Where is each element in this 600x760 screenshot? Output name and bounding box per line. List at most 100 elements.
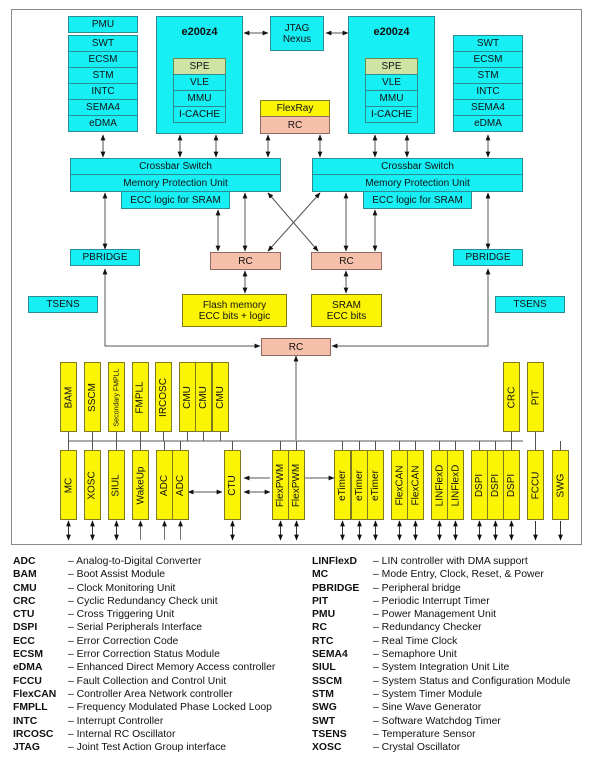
module-fmpll: FMPLL xyxy=(132,362,149,432)
module-cmu: CMU xyxy=(212,362,229,432)
module-dspi: DSPI xyxy=(471,450,488,520)
module-linflexd: LINFlexD xyxy=(447,450,464,520)
pmu-block: PMU xyxy=(68,16,138,33)
legend-abbr: XOSC xyxy=(312,742,342,754)
module-label: CRC xyxy=(506,386,518,408)
sram-line2: ECC bits xyxy=(326,310,367,322)
right-peripheral-stack: SWT ECSM STM INTC SEMA4 eDMA xyxy=(453,35,523,132)
module-label: LINFlexD xyxy=(434,464,445,506)
module-ctu: CTU xyxy=(224,450,241,520)
left-stack-intc: INTC xyxy=(68,83,138,100)
crossbar-left-switch: Crossbar Switch xyxy=(70,158,281,175)
module-label: FMPLL xyxy=(135,380,147,414)
right-stack-edma: eDMA xyxy=(453,115,523,132)
module-crc: CRC xyxy=(503,362,520,432)
legend-desc: – Mode Entry, Clock, Reset, & Power xyxy=(373,569,544,581)
legend-abbr: CTU xyxy=(13,609,35,621)
core-left-mmu: MMU xyxy=(173,90,226,107)
legend-desc: – Cyclic Redundancy Check unit xyxy=(68,595,218,607)
module-label: LINFlexD xyxy=(450,464,461,506)
legend-abbr: SIUL xyxy=(312,662,336,674)
legend-right: LINFlexD– LIN controller with DMA suppor… xyxy=(312,555,571,754)
legend-desc: – Crystal Oscillator xyxy=(373,742,461,754)
legend-abbr: DSPI xyxy=(13,622,38,634)
core-left-title: e200z4 xyxy=(181,26,218,38)
legend-row: RTC– Real Time Clock xyxy=(312,635,571,648)
legend-desc: – System Integration Unit Lite xyxy=(373,662,510,674)
crossbar-right-switch: Crossbar Switch xyxy=(312,158,523,175)
module-dspi: DSPI xyxy=(503,450,520,520)
module-adc: ADC xyxy=(172,450,189,520)
module-label: CTU xyxy=(227,474,238,496)
module-etimer: eTimer xyxy=(334,450,351,520)
right-stack-intc: INTC xyxy=(453,83,523,100)
legend-desc: – System Status and Configuration Module xyxy=(373,675,571,687)
module-flexpwm: FlexPWM xyxy=(272,450,289,520)
legend-row: PIT– Periodic Interrupt Timer xyxy=(312,595,571,608)
flash-line1: Flash memory xyxy=(202,299,267,311)
legend-row: CTU– Cross Triggering Unit xyxy=(13,608,275,621)
pbridge-left: PBRIDGE xyxy=(70,249,140,266)
core-left-spe: SPE xyxy=(173,58,226,75)
module-label: FlexPWM xyxy=(275,463,286,507)
right-stack-stm: STM xyxy=(453,67,523,84)
legend-abbr: SWG xyxy=(312,702,337,714)
legend-row: SIUL – System Integration Unit Lite xyxy=(312,661,571,674)
legend-abbr: PBRIDGE xyxy=(312,582,360,594)
tsens-left: TSENS xyxy=(28,296,98,313)
jtag-label: JTAG xyxy=(284,22,310,34)
module-label: DSPI xyxy=(474,473,485,497)
right-stack-sema4: SEMA4 xyxy=(453,99,523,116)
flexray-rc-block: RC xyxy=(260,116,330,134)
module-label: SWG xyxy=(555,473,567,497)
core-right-spe: SPE xyxy=(365,58,418,75)
legend-row: PMU– Power Management Unit xyxy=(312,608,571,621)
right-stack-swt: SWT xyxy=(453,35,523,52)
module-label: eTimer xyxy=(370,469,381,501)
jtag-nexus-block: JTAG Nexus xyxy=(270,16,324,51)
crossbar-right-ecc: ECC logic for SRAM xyxy=(363,191,472,209)
legend-row: CRC – Cyclic Redundancy Check unit xyxy=(13,595,275,608)
sram-line1: SRAM xyxy=(332,299,361,311)
core-right-units: SPE VLE MMU I-CACHE xyxy=(365,58,418,123)
module-label: FlexCAN xyxy=(410,464,422,506)
flexray-block: FlexRay xyxy=(260,100,330,117)
legend-row: SSCM– System Status and Configuration Mo… xyxy=(312,675,571,688)
module-swg: SWG xyxy=(552,450,569,520)
module-label: FlexPWM xyxy=(291,463,302,507)
module-cmu: CMU xyxy=(195,362,212,432)
module-secondary-fmpll: Secondary FMPLL xyxy=(108,362,125,432)
legend-row: CMU– Clock Monitoring Unit xyxy=(13,582,275,595)
legend-desc: – Periodic Interrupt Timer xyxy=(373,595,490,607)
left-stack-stm: STM xyxy=(68,67,138,84)
legend-row: SWT– Software Watchdog Timer xyxy=(312,715,571,728)
legend-abbr: CRC xyxy=(13,595,36,607)
flash-line2: ECC bits + logic xyxy=(198,310,271,322)
left-stack-sema4: SEMA4 xyxy=(68,99,138,116)
legend-desc: – LIN controller with DMA support xyxy=(373,556,528,567)
legend-abbr: SWT xyxy=(312,715,336,727)
legend-abbr: ECSM xyxy=(13,649,44,661)
module-label: CMU xyxy=(215,385,226,409)
module-label: WakeUp xyxy=(135,466,147,504)
module-label: IRCOSC xyxy=(158,377,169,417)
legend-desc: – Controller Area Network controller xyxy=(68,688,233,700)
module-label: FlexCAN xyxy=(394,464,406,506)
legend-desc: – Enhanced Direct Memory Access controll… xyxy=(68,662,276,674)
legend-row: JTAG– Joint Test Action Group interface xyxy=(13,741,275,754)
legend-desc: – Power Management Unit xyxy=(373,609,497,621)
legend-desc: – System Timer Module xyxy=(373,688,483,700)
legend-desc: – Semaphore Unit xyxy=(373,649,457,661)
legend-row: FMPLL– Frequency Modulated Phase Locked … xyxy=(13,701,275,714)
module-etimer: eTimer xyxy=(351,450,368,520)
legend-desc: – Interrupt Controller xyxy=(68,715,164,727)
module-label: DSPI xyxy=(506,473,517,497)
legend-abbr: TSENS xyxy=(312,728,347,740)
module-label: DSPI xyxy=(490,473,501,497)
legend-desc: – Error Correction Status Module xyxy=(68,649,220,661)
legend-row: FCCU– Fault Collection and Control Unit xyxy=(13,675,275,688)
legend-row: LINFlexD– LIN controller with DMA suppor… xyxy=(312,555,571,568)
legend-row: IRCOSC– Internal RC Oscillator xyxy=(13,728,275,741)
crossbar-left-mpu: Memory Protection Unit xyxy=(70,174,281,192)
legend-abbr: STM xyxy=(312,688,334,700)
